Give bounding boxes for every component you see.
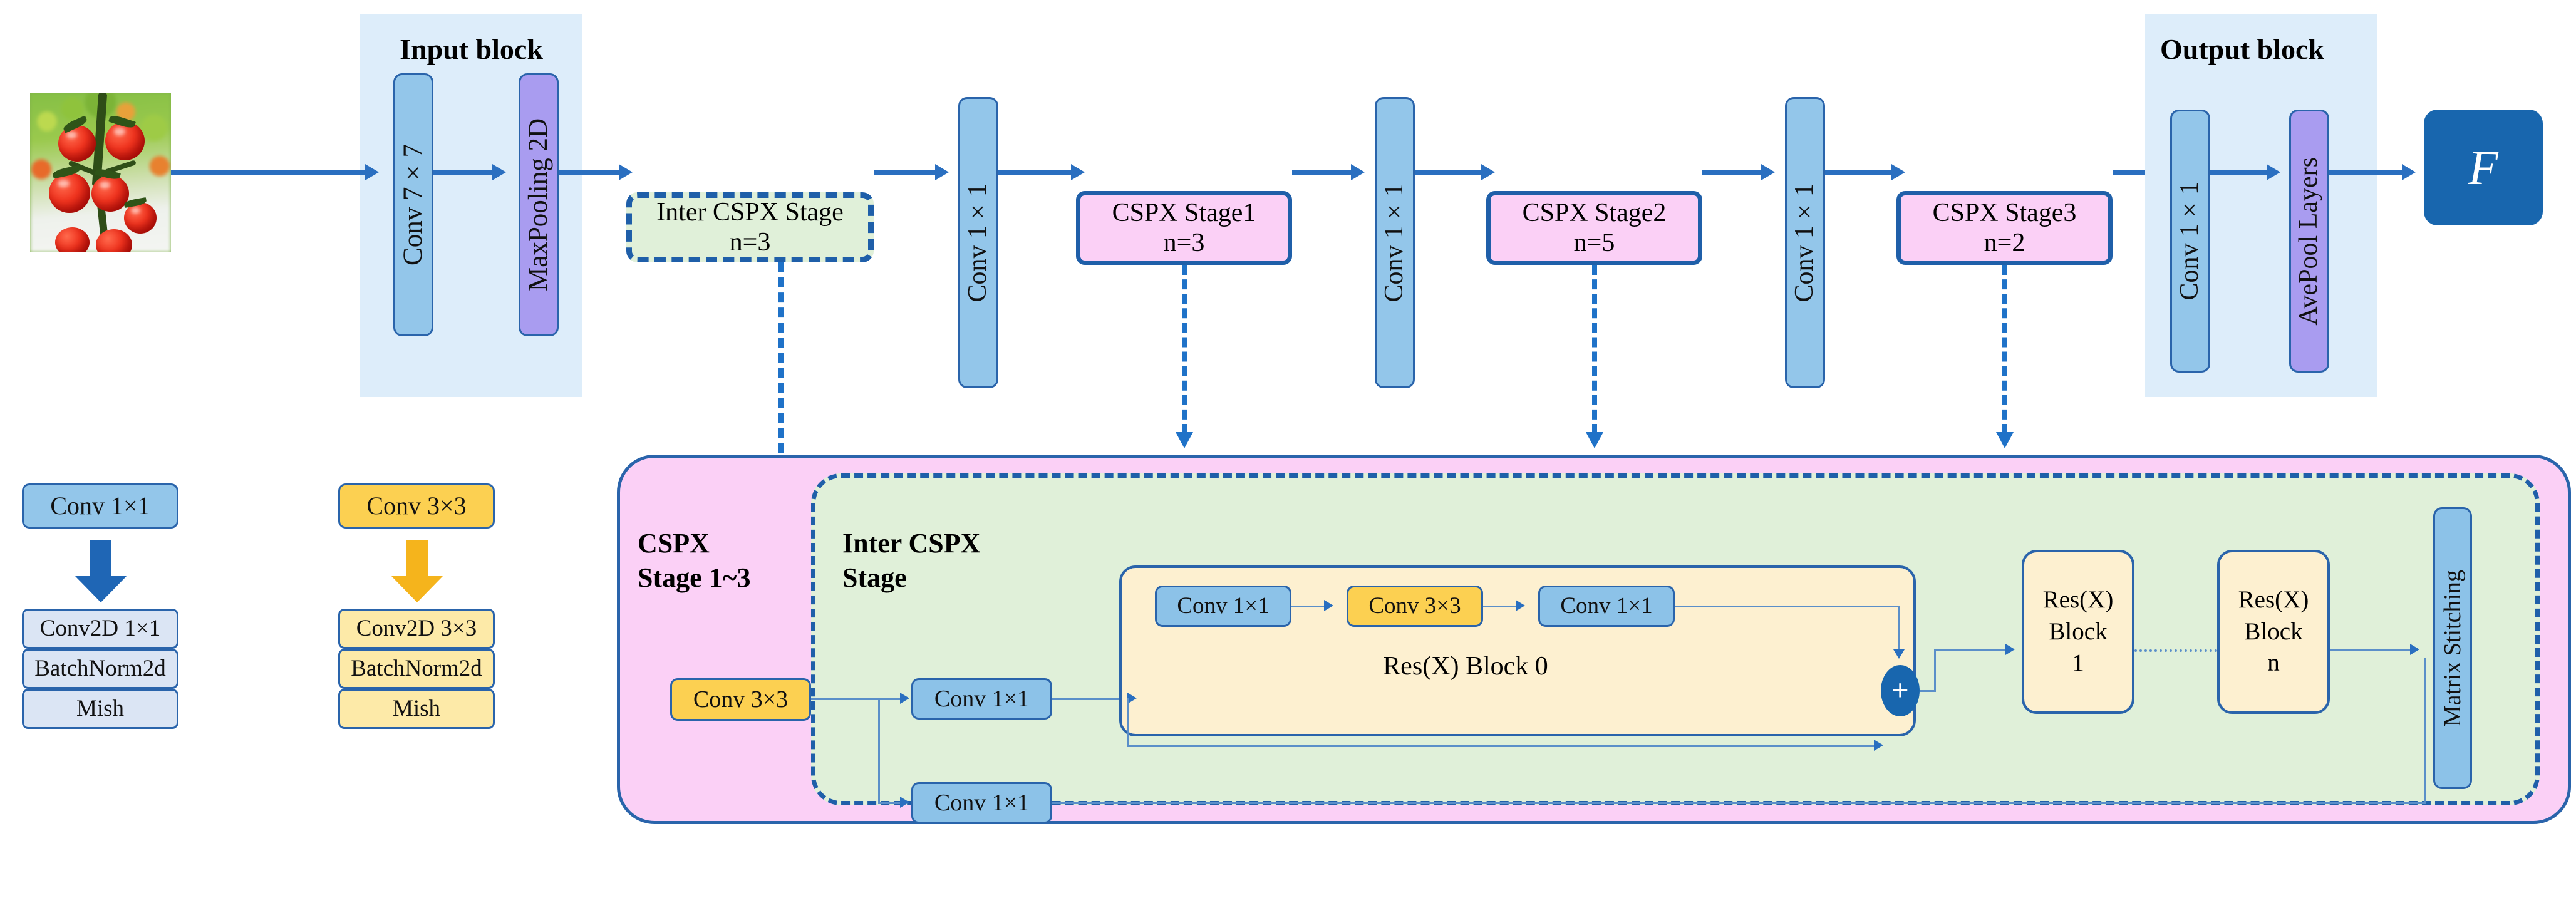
output-feature-result-label: F: [2468, 140, 2498, 195]
input-block-title: Input block: [400, 33, 543, 65]
legend-right-item-1-label: BatchNorm2d: [351, 656, 482, 682]
flow-conv-1x1-a: Conv 1×1: [958, 97, 998, 388]
detail-inner-title-line1: Inter CSPX: [842, 528, 981, 559]
layer-maxpooling-2d-label: MaxPooling 2D: [523, 118, 553, 291]
legend-right-item-0-label: Conv2D 3×3: [356, 616, 477, 642]
layer-maxpooling-2d: MaxPooling 2D: [519, 73, 559, 336]
legend-right-item-1: BatchNorm2d: [338, 649, 495, 689]
detail-entry-conv-3x3: Conv 3×3: [670, 678, 811, 721]
flow-cspx-stage3: CSPX Stage3 n=2: [1896, 191, 2113, 265]
flow-conv-1x1-a-label: Conv 1×1: [963, 183, 993, 302]
detail-outer-title: CSPX Stage 1~3: [638, 526, 813, 595]
detail-resx-chain-conv-3x3: Conv 3×3: [1347, 586, 1483, 627]
dash-connector-stage2: [1592, 265, 1597, 434]
layer-conv-7x7: Conv 7×7: [393, 73, 433, 336]
detail-resx-chain-conv-3x3-label: Conv 3×3: [1368, 593, 1461, 619]
detail-branch-bottom-conv-1x1: Conv 1×1: [911, 782, 1052, 823]
arrow-image-to-conv7x7: [171, 170, 365, 175]
detail-resx-block-n-line3: n: [2267, 649, 2280, 677]
detail-inner-title-line2: Stage: [842, 562, 907, 593]
detail-skip-connection: [1052, 802, 2426, 804]
detail-branch-top-conv-1x1-label: Conv 1×1: [934, 685, 1030, 712]
legend-left-item-0: Conv2D 1×1: [22, 609, 178, 649]
detail-resx-chain-conv-1x1-a-label: Conv 1×1: [1177, 593, 1270, 619]
legend-right-item-0: Conv2D 3×3: [338, 609, 495, 649]
detail-blocks-ellipsis-connector: [2134, 649, 2217, 652]
detail-resx-block-1-line2: Block: [2049, 617, 2108, 645]
flow-cspx-stage1-sub: n=3: [1163, 229, 1205, 257]
legend-left-item-2: Mish: [22, 689, 178, 729]
flow-conv-1x1-c-label: Conv 1×1: [1790, 183, 1819, 302]
legend-right-item-2: Mish: [338, 689, 495, 729]
legend-left-item-2-label: Mish: [76, 696, 125, 722]
output-avepool-layers: AvePool Layers: [2289, 110, 2329, 373]
detail-entry-conv-3x3-label: Conv 3×3: [693, 686, 789, 713]
detail-resx-block-1: Res(X) Block 1: [2022, 550, 2134, 714]
legend-left-header-label: Conv 1×1: [50, 491, 150, 520]
arrow-conv7x7-to-pool: [433, 170, 496, 175]
detail-resx-block-n: Res(X) Block n: [2217, 550, 2330, 714]
detail-add-node: +: [1881, 665, 1920, 716]
legend-right-arrow-icon: [391, 540, 443, 602]
dash-connector-stage3: [2002, 265, 2007, 434]
flow-cspx-stage1: CSPX Stage1 n=3: [1076, 191, 1292, 265]
output-conv-1x1-label: Conv 1×1: [2175, 182, 2205, 301]
detail-resx-block-n-line2: Block: [2244, 617, 2303, 645]
flow-cspx-stage2: CSPX Stage2 n=5: [1486, 191, 1702, 265]
flow-cspx-stage1-label: CSPX Stage1: [1112, 199, 1256, 227]
output-block-title: Output block: [2160, 33, 2325, 65]
flow-conv-1x1-c: Conv 1×1: [1785, 97, 1825, 388]
flow-cspx-stage2-label: CSPX Stage2: [1522, 199, 1667, 227]
legend-left-header: Conv 1×1: [22, 483, 178, 529]
detail-resx-block-1-line1: Res(X): [2042, 586, 2114, 613]
detail-resx-block0-label: Res(X) Block 0: [1383, 652, 1548, 681]
legend-left-arrow-icon: [75, 540, 127, 602]
detail-resx-chain-conv-1x1-a: Conv 1×1: [1155, 586, 1291, 627]
flow-cspx-stage3-label: CSPX Stage3: [1932, 199, 2077, 227]
legend-left-item-0-label: Conv2D 1×1: [39, 616, 161, 642]
flow-conv-1x1-b: Conv 1×1: [1375, 97, 1415, 388]
detail-branch-bottom-conv-1x1-label: Conv 1×1: [934, 789, 1030, 816]
legend-left-item-1-label: BatchNorm2d: [34, 656, 166, 682]
detail-branch-top-conv-1x1: Conv 1×1: [911, 678, 1052, 720]
flow-cspx-stage2-sub: n=5: [1573, 229, 1615, 257]
detail-resx-block-n-line1: Res(X): [2238, 586, 2309, 613]
legend-left-item-1: BatchNorm2d: [22, 649, 178, 689]
output-avepool-layers-label: AvePool Layers: [2294, 157, 2324, 326]
detail-matrix-stitching: Matrix Stitching: [2433, 507, 2472, 789]
detail-add-node-symbol: +: [1891, 674, 1909, 707]
layer-conv-7x7-label: Conv 7×7: [398, 144, 428, 266]
detail-resx-block-1-line3: 1: [2072, 649, 2084, 677]
detail-resx-chain-conv-1x1-b: Conv 1×1: [1538, 586, 1675, 627]
input-image: [30, 93, 171, 252]
flow-inter-cspx-stage-label: Inter CSPX Stage: [656, 198, 844, 227]
detail-matrix-stitching-label: Matrix Stitching: [2439, 569, 2466, 727]
flow-inter-cspx-stage: Inter CSPX Stage n=3: [626, 192, 874, 262]
detail-resx-chain-conv-1x1-b-label: Conv 1×1: [1560, 593, 1653, 619]
dash-connector-stage1: [1182, 265, 1187, 434]
legend-right-header: Conv 3×3: [338, 483, 495, 529]
legend-right-item-2-label: Mish: [392, 696, 441, 722]
output-conv-1x1: Conv 1×1: [2170, 110, 2210, 373]
detail-outer-title-line2: Stage 1~3: [638, 562, 751, 593]
detail-inner-title: Inter CSPX Stage: [842, 526, 1049, 595]
legend-right-header-label: Conv 3×3: [366, 491, 467, 520]
flow-conv-1x1-b-label: Conv 1×1: [1380, 183, 1409, 302]
detail-outer-title-line1: CSPX: [638, 528, 710, 559]
flow-cspx-stage3-sub: n=2: [1984, 229, 2025, 257]
arrow-pool-to-intercspx: [559, 170, 623, 175]
output-feature-result: F: [2424, 110, 2543, 225]
flow-inter-cspx-stage-sub: n=3: [729, 228, 771, 257]
dash-connector-inter-cspx: [778, 262, 784, 529]
